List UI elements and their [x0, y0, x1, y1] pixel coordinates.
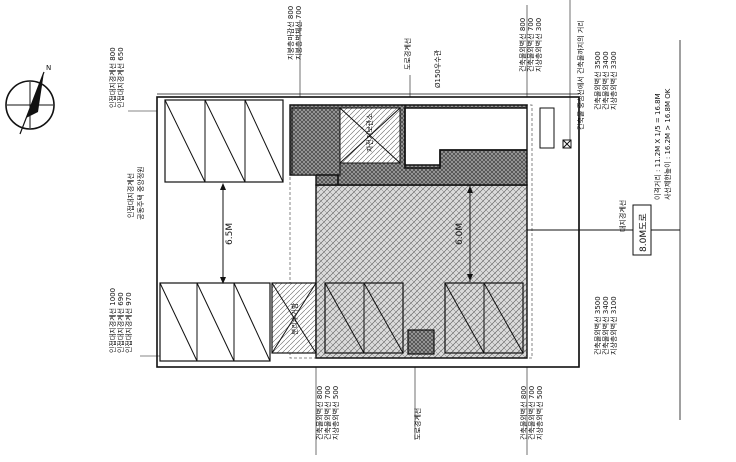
legend-top-right-3: 지상층외벽선 300: [534, 18, 543, 72]
legend-top-right-2: 건축물외벽선 700: [526, 18, 535, 72]
north-label: N: [46, 64, 51, 72]
legend-left-upper-2: 인접대지경계선 650: [116, 47, 125, 108]
trash-box: 분리수거함: [271, 282, 317, 354]
legend-left-lower-1: 인접대지경계선 1000: [108, 288, 117, 353]
legend-bottom-right-1: 건축물외벽선 800: [519, 386, 528, 440]
legend-bottom-left-2: 건축물외벽선 700: [323, 386, 332, 440]
legend-bottom-left-3: 지상층외벽선 500: [331, 386, 340, 440]
legend-bottom-right-3: 지상층외벽선 500: [535, 386, 544, 440]
legend-left-side: 인접대지경계선: [126, 173, 135, 218]
legend-top-right: 건축물외벽선 800 건축물외벽선 700 지상층외벽선 300: [518, 5, 543, 97]
legend-right-note2: 사선제한높이 : 16.2M > 16.8M OK: [663, 88, 672, 200]
pipe-label: Ø150우수관: [433, 49, 442, 88]
legend-left-upper-1: 인접대지경계선 800: [108, 47, 117, 108]
legend-right-note1: 이격거리 : 11.2M X 1/5 = 16.8M: [653, 93, 662, 200]
legend-bottom-left: 건축물외벽선 800 건축물외벽선 700 지상층외벽선 500: [315, 367, 340, 455]
legend-top-left-1: 지붕층마감선 800: [286, 6, 295, 60]
legend-bottom-right-2: 건축물외벽선 700: [527, 386, 536, 440]
parking-upper: [164, 99, 284, 183]
legend-right-upper: 건축물외벽선 3500 건축물외벽선 3400 지상층외벽선 3300: [593, 51, 618, 110]
legend-left-side-2: 공동주택 중앙정원: [136, 166, 145, 220]
trash-label: 분리수거함: [290, 302, 299, 335]
legend-right-lower-3: 지상층외벽선 3100: [609, 296, 618, 355]
legend-right-note3: 대지경계선: [618, 200, 627, 232]
legend-left-lower-3: 인접대지경계선 970: [124, 292, 133, 353]
legend-top-mid: 도로경계선: [403, 38, 412, 70]
road-label: 8.0M도로: [639, 213, 649, 252]
legend-top-left-2: 지붕층벽체선 700: [294, 6, 303, 60]
legend-right-lower: 건축물외벽선 3500 건축물외벽선 3400 지상층외벽선 3100: [593, 296, 618, 355]
legend-bottom-mid: 도로경계선: [413, 408, 422, 440]
dim-right-gap: 6.0M: [455, 223, 465, 245]
legend-right-upper-3: 지상층외벽선 3300: [609, 51, 618, 110]
legend-bottom-left-1: 건축물외벽선 800: [315, 386, 324, 440]
parking-lower: [159, 282, 271, 362]
legend-top-right-1: 건축물외벽선 800: [518, 18, 527, 72]
north-arrow: N: [5, 64, 55, 135]
legend-right-lower-1: 건축물외벽선 3500: [593, 296, 602, 355]
legend-right-upper-2: 건축물외벽선 3400: [601, 51, 610, 110]
dim-left-gap: 6.5M: [225, 223, 235, 245]
parking-inside: [324, 282, 524, 355]
legend-far-right: 건축물 중심선에서 건축물까지의 거리: [576, 20, 585, 130]
legend-right-upper-1: 건축물외벽선 3500: [593, 51, 602, 110]
legend-bottom-right: 건축물외벽선 800 건축물외벽선 700 지상층외벽선 500: [519, 367, 544, 455]
legend-left-lower-2: 인접대지경계선 690: [116, 292, 125, 353]
legend-left-lower: 인접대지경계선 1000 인접대지경계선 690 인접대지경계선 970: [108, 288, 160, 357]
legend-top-left: 지붕층마감선 800 지붕층벽체선 700: [286, 6, 303, 97]
legend-left-upper: 인접대지경계선 800 인접대지경계선 650: [108, 47, 157, 112]
legend-right-lower-2: 건축물외벽선 3400: [601, 296, 610, 355]
stair-label: 자전거보관소: [365, 113, 374, 152]
